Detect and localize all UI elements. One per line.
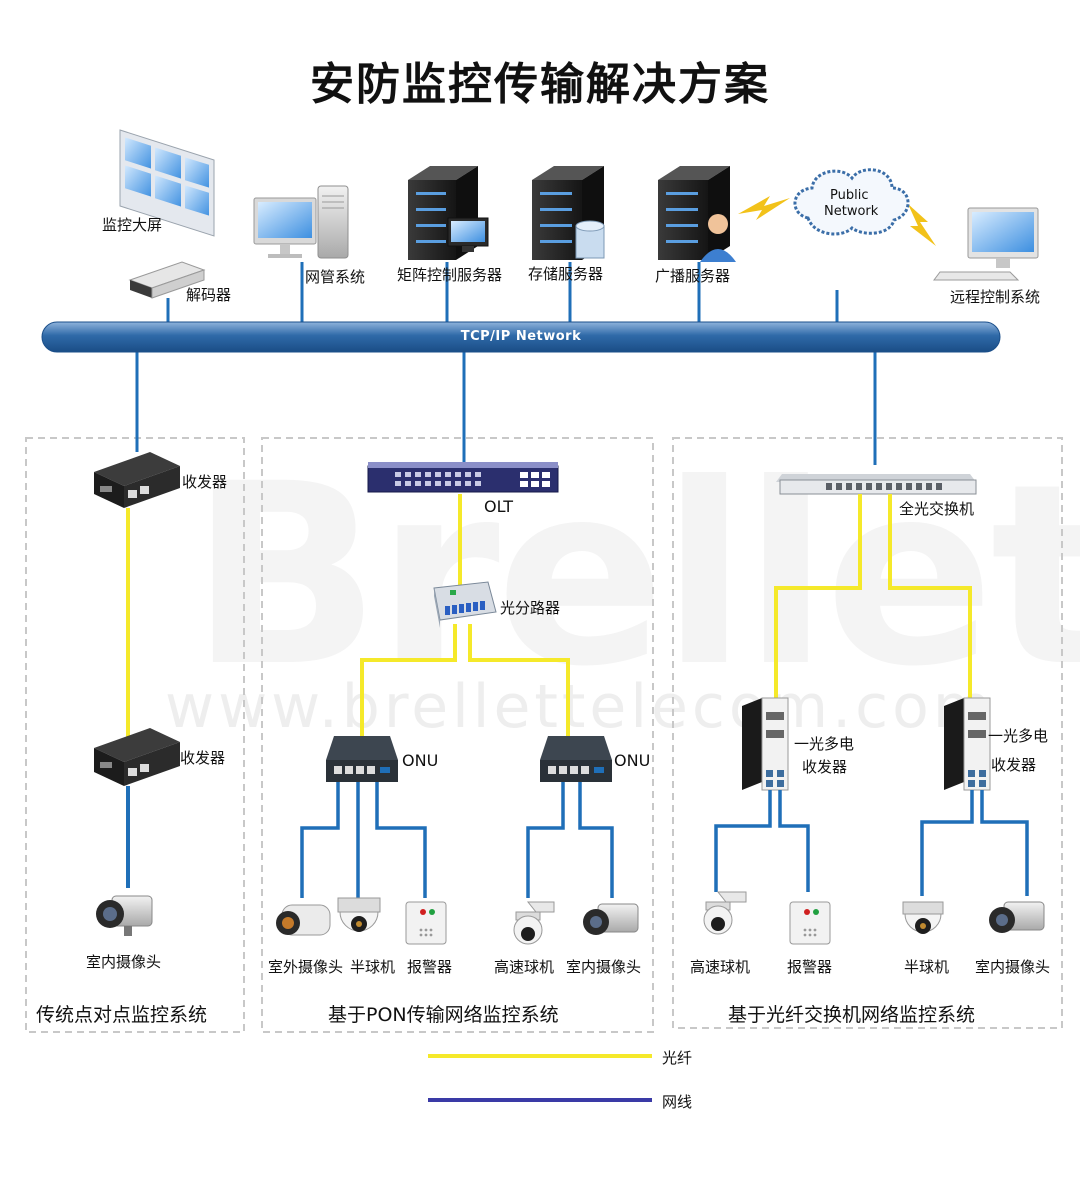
alarm-fiber-icon — [789, 901, 831, 945]
label-p2p-transceiver-top: 收发器 — [182, 473, 228, 491]
legend-fiber-label: 光纤 — [662, 1049, 693, 1067]
label-optical-switch: 全光交换机 — [899, 500, 975, 518]
onu-right-icon — [540, 736, 612, 782]
remote-computer-icon — [933, 207, 1039, 281]
label-olt: OLT — [484, 497, 514, 516]
label-tx-left-line1: 一光多电 — [794, 735, 855, 753]
label-pon-alarm: 报警器 — [407, 958, 453, 976]
label-pon-ptz: 高速球机 — [494, 958, 555, 976]
tcp-ip-bus — [41, 321, 1001, 353]
label-splitter: 光分路器 — [500, 599, 561, 617]
label-remote: 远程控制系统 — [950, 288, 1041, 306]
label-tx-right-line2: 收发器 — [991, 756, 1037, 774]
dome-camera-fiber-icon — [902, 901, 944, 934]
label-matrix: 矩阵控制服务器 — [397, 266, 503, 284]
cloud-icon — [793, 168, 910, 236]
cloud-label-line2: Network — [824, 204, 879, 219]
alarm-pon-icon — [405, 901, 447, 945]
ptz-camera-fiber-icon — [703, 891, 747, 935]
media-converter-right-icon — [944, 697, 991, 791]
top-links — [135, 262, 877, 465]
label-pon-dome: 半球机 — [350, 958, 396, 976]
optical-switch-icon — [776, 474, 977, 495]
label-decoder: 解码器 — [186, 286, 232, 304]
label-fiber-dome: 半球机 — [904, 958, 950, 976]
section-border-p2p — [25, 437, 245, 1033]
section-title-pon: 基于PON传输网络监控系统 — [328, 1004, 559, 1026]
label-screen: 监控大屏 — [102, 216, 163, 234]
label-fiber-indoor-camera: 室内摄像头 — [975, 958, 1051, 976]
label-pon-outdoor-camera: 室外摄像头 — [268, 958, 344, 976]
section-title-p2p: 传统点对点监控系统 — [36, 1004, 208, 1026]
dome-camera-pon-icon — [337, 897, 381, 932]
section-title-fiber: 基于光纤交换机网络监控系统 — [728, 1004, 976, 1026]
label-nms: 网管系统 — [305, 268, 366, 286]
fiber-fiber-links — [774, 494, 972, 700]
transceiver-top-icon — [94, 452, 180, 508]
label-p2p-camera: 室内摄像头 — [86, 953, 162, 971]
broadcast-server-icon — [658, 166, 736, 262]
section-border-pon — [261, 437, 654, 1033]
outdoor-camera-icon — [276, 904, 331, 936]
indoor-camera-fiber-icon — [989, 901, 1045, 933]
label-onu-right: ONU — [614, 751, 651, 770]
fiber-cable-links — [714, 790, 1029, 896]
lightning-icons — [738, 196, 936, 246]
media-converter-left-icon — [742, 697, 789, 791]
page-title: 安防监控传输解决方案 — [310, 59, 770, 110]
transceiver-bottom-icon — [94, 728, 180, 786]
splitter-icon — [433, 581, 497, 628]
label-tx-left-line2: 收发器 — [802, 758, 848, 776]
pon-fiber-links — [360, 494, 570, 738]
ptz-camera-pon-icon — [513, 901, 555, 945]
nms-computer-icon — [253, 185, 349, 259]
label-storage: 存储服务器 — [528, 265, 604, 283]
cloud-label-line1: Public — [830, 188, 869, 203]
olt-icon — [367, 462, 559, 493]
legend-cable-label: 网线 — [662, 1093, 693, 1111]
pon-cable-links — [300, 782, 614, 898]
decoder-icon — [128, 261, 206, 299]
label-broadcast: 广播服务器 — [655, 267, 731, 285]
label-p2p-transceiver-bottom: 收发器 — [180, 749, 226, 767]
onu-left-icon — [326, 736, 398, 782]
tcp-ip-network-label: TCP/IP Network — [460, 329, 582, 344]
matrix-server-icon — [408, 166, 489, 260]
storage-server-icon — [532, 166, 605, 260]
label-tx-right-line1: 一光多电 — [988, 727, 1049, 745]
label-pon-indoor-camera: 室内摄像头 — [566, 958, 642, 976]
label-onu-left: ONU — [402, 751, 439, 770]
section-border-fiber — [672, 437, 1063, 1029]
indoor-camera-pon-icon — [583, 903, 639, 935]
label-fiber-alarm: 报警器 — [787, 958, 833, 976]
video-wall-icon — [119, 129, 215, 237]
indoor-camera-icon — [96, 895, 153, 936]
label-fiber-ptz: 高速球机 — [690, 958, 751, 976]
